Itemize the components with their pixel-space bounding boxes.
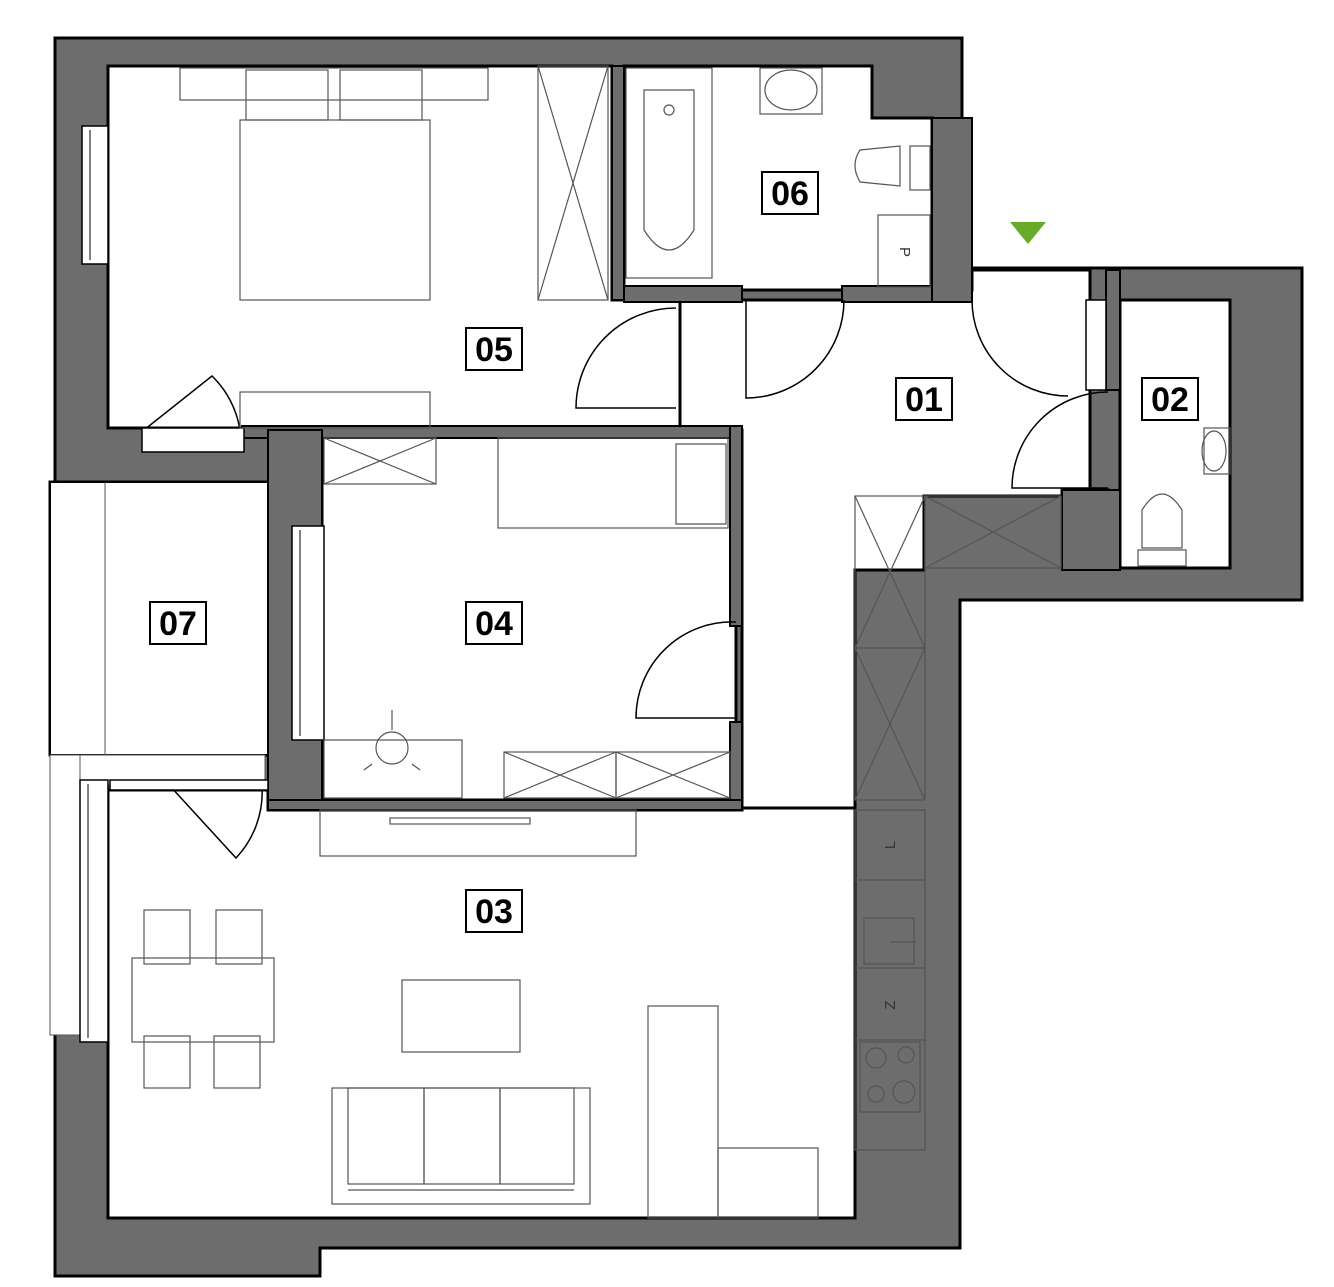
window-room-03 [79, 779, 109, 1043]
dining-table [131, 909, 275, 1089]
room-label-07: 07 [149, 601, 207, 645]
washbasin-room-06 [759, 67, 823, 115]
bathtub [625, 67, 713, 279]
single-bed [497, 437, 729, 529]
toilet-room-06 [854, 145, 931, 191]
washer-label: Z [882, 1000, 899, 1009]
kitchen-island [647, 1005, 819, 1219]
washbasin-room-02 [1201, 427, 1231, 475]
room-03-floor [106, 788, 857, 1220]
room-label-06-text: 06 [771, 175, 809, 213]
window-room-02 [1085, 299, 1107, 391]
room-label-05-text: 05 [475, 331, 513, 369]
room-label-02: 02 [1141, 377, 1199, 421]
shelf-room-04 [323, 437, 437, 485]
kitchen-counter: L Z [854, 809, 926, 1151]
room-label-06: 06 [761, 171, 819, 215]
bed [179, 67, 489, 429]
room-label-04-text: 04 [475, 605, 513, 643]
room-label-03: 03 [465, 889, 523, 933]
dryer-label: P [896, 247, 913, 257]
doors [109, 299, 1109, 860]
sofa [331, 1087, 591, 1205]
cabinets-room-04 [503, 751, 731, 799]
dryer: P [877, 214, 931, 288]
room-label-02-text: 02 [1151, 381, 1189, 419]
room-04-floor [320, 434, 738, 802]
fridge-label: L [882, 841, 899, 849]
entrance-arrow-icon [1010, 222, 1046, 244]
room-label-04: 04 [465, 601, 523, 645]
wardrobe-room-05 [537, 65, 609, 301]
room-02-floor [1118, 298, 1232, 570]
windows [79, 125, 1107, 1043]
room-label-01: 01 [895, 377, 953, 421]
desk [323, 710, 463, 799]
window-room-05 [81, 125, 109, 265]
toilet-room-02 [1137, 493, 1187, 567]
room-label-07-text: 07 [159, 605, 197, 643]
room-label-01-text: 01 [905, 381, 943, 419]
wardrobe-hall [854, 495, 1062, 801]
window-room-04 [291, 525, 325, 741]
tv-unit [319, 809, 637, 857]
room-label-05: 05 [465, 327, 523, 371]
room-label-03-text: 03 [475, 893, 513, 931]
coffee-table [401, 979, 521, 1053]
